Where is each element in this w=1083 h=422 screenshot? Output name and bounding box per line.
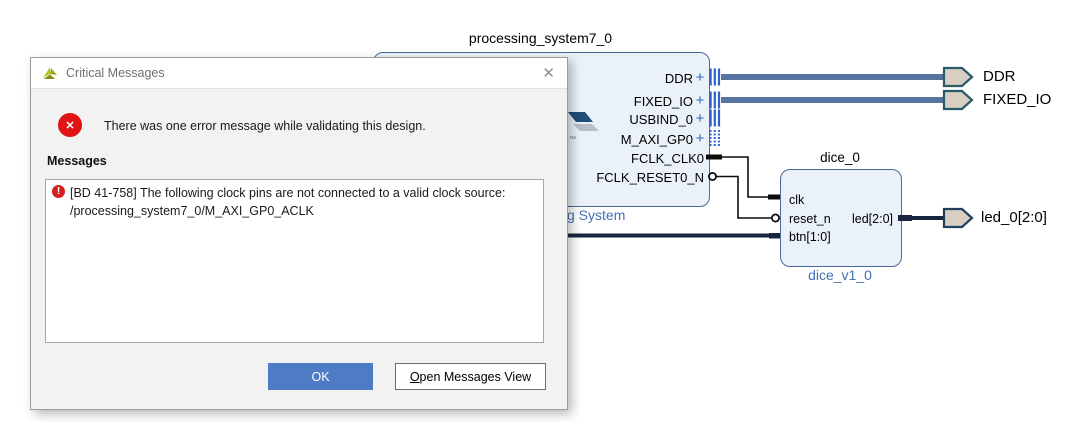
dice-block-title: dice_0 bbox=[820, 150, 860, 165]
zynq-logo-fragment: ™ bbox=[568, 112, 599, 143]
messages-list[interactable]: ! [BD 41-758] The following clock pins a… bbox=[45, 179, 544, 343]
dice-pin-clk[interactable]: clk bbox=[789, 193, 805, 207]
expand-plus-icon[interactable]: + bbox=[695, 110, 705, 127]
error-bullet-icon: ! bbox=[52, 185, 65, 198]
ps7-port-m-axi-gp0-label: M_AXI_GP0 bbox=[620, 131, 693, 147]
ps7-port-usbind-0[interactable]: USBIND_0 + bbox=[629, 110, 707, 128]
dice-block[interactable]: clk reset_n btn[1:0] led[2:0] bbox=[780, 169, 902, 267]
message-item[interactable]: [BD 41-758] The following clock pins are… bbox=[70, 184, 505, 220]
dice-reset-n-bubble[interactable] bbox=[771, 213, 781, 223]
dice-pin-led[interactable]: led[2:0] bbox=[851, 212, 893, 226]
ok-button[interactable]: OK bbox=[268, 363, 373, 390]
expand-plus-icon[interactable]: + bbox=[695, 130, 705, 147]
ps7-block-title: processing_system7_0 bbox=[468, 30, 613, 46]
critical-messages-dialog: Critical Messages ✕ ✕ There was one erro… bbox=[30, 57, 568, 410]
message-line1: [BD 41-758] The following clock pins are… bbox=[70, 186, 506, 200]
ps7-port-m-axi-gp0[interactable]: M_AXI_GP0 + bbox=[621, 130, 707, 148]
ps7-port-fixed-io[interactable]: FIXED_IO + bbox=[634, 92, 707, 110]
error-icon: ✕ bbox=[58, 113, 82, 137]
ps7-port-fclk-reset0-n[interactable]: FCLK_RESET0_N bbox=[596, 168, 704, 186]
dialog-title: Critical Messages bbox=[66, 66, 165, 80]
m-axi-gp0-dotted-hatch bbox=[709, 130, 720, 146]
fclk-clk0-pin-stub[interactable] bbox=[706, 154, 722, 160]
ps7-port-ddr-label: DDR bbox=[664, 70, 693, 86]
expand-plus-icon[interactable]: + bbox=[695, 69, 705, 86]
external-port-fixed-io-label[interactable]: FIXED_IO bbox=[983, 91, 1052, 108]
messages-section-label: Messages bbox=[47, 154, 107, 168]
ps7-port-fclk-clk0[interactable]: FCLK_CLK0 bbox=[631, 149, 704, 167]
fclk-reset0-n-bubble[interactable] bbox=[708, 171, 718, 181]
dialog-summary-text: There was one error message while valida… bbox=[104, 119, 426, 133]
ps7-port-fclk-reset0-n-label: FCLK_RESET0_N bbox=[596, 169, 704, 185]
ddr-port-symbol[interactable] bbox=[942, 66, 974, 88]
dice-clk-pin-stub[interactable] bbox=[768, 194, 780, 200]
dice-pin-reset-n[interactable]: reset_n bbox=[789, 212, 831, 226]
dice-block-subtitle: dice_v1_0 bbox=[808, 267, 872, 283]
led-port-symbol[interactable] bbox=[942, 207, 974, 229]
svg-text:™: ™ bbox=[569, 136, 576, 143]
message-line2: /processing_system7_0/M_AXI_GP0_ACLK bbox=[70, 204, 314, 218]
clk-wire[interactable] bbox=[722, 156, 769, 198]
open-button-mnemonic: O bbox=[409, 369, 420, 384]
ps7-port-usbind-0-label: USBIND_0 bbox=[629, 111, 693, 127]
ps7-port-fixed-io-label: FIXED_IO bbox=[633, 93, 693, 109]
close-icon[interactable]: ✕ bbox=[542, 65, 555, 82]
open-button-rest: pen Messages View bbox=[419, 369, 532, 384]
open-messages-view-button[interactable]: Open Messages View bbox=[395, 363, 546, 390]
ps7-block-subtitle-fragment: g System bbox=[567, 207, 626, 223]
xilinx-logo-icon bbox=[43, 66, 57, 79]
dice-pin-btn[interactable]: btn[1:0] bbox=[789, 230, 831, 244]
ps7-port-ddr[interactable]: DDR + bbox=[665, 69, 707, 87]
ps7-port-fclk-clk0-label: FCLK_CLK0 bbox=[631, 150, 704, 166]
dice-btn-pin-stub[interactable] bbox=[769, 233, 780, 239]
fixed-io-port-symbol[interactable] bbox=[942, 89, 974, 111]
external-port-ddr-label[interactable]: DDR bbox=[983, 68, 1016, 85]
expand-plus-icon[interactable]: + bbox=[695, 92, 705, 109]
reset-wire[interactable] bbox=[716, 175, 771, 219]
interface-hatch-marks bbox=[709, 68, 721, 127]
external-port-led-label[interactable]: led_0[2:0] bbox=[981, 209, 1047, 226]
dice-led-pin-stub[interactable] bbox=[898, 215, 912, 221]
dialog-titlebar[interactable]: Critical Messages ✕ bbox=[31, 58, 567, 89]
